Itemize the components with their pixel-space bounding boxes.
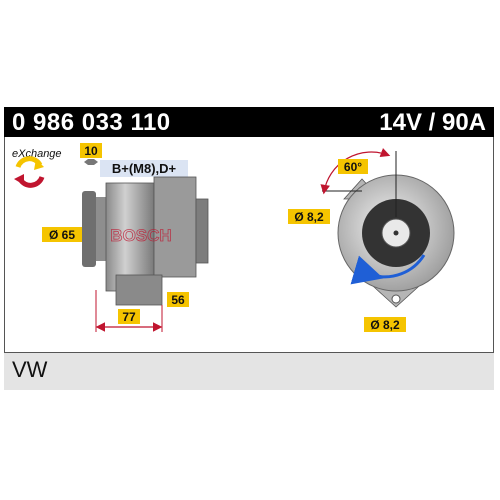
alternator-front-view [322,151,455,308]
mount-text: 56 [171,293,185,307]
angle-label [338,159,368,174]
terminal-size-label [80,143,102,158]
lower-hole-label [364,317,406,332]
exchange-logo: eXchange [12,148,62,188]
upper-hole-text: Ø 8,2 [294,210,324,224]
vehicle-footer: VW [4,352,494,390]
lower-hole-text: Ø 8,2 [370,318,400,332]
part-number: 0 986 033 110 [12,109,171,136]
alternator-drawing: eXchange 10 B+(M8),D+ BOSCH 77 56 Ø 65 [12,143,455,332]
terminal-label [100,160,188,177]
terminal-size-text: 10 [84,144,98,158]
header-bar: 0 986 033 110 14V / 90A [4,107,494,137]
mount-label [167,292,189,307]
angle-text: 60° [344,160,362,174]
vehicle-make: VW [12,357,48,382]
upper-hole-label [288,209,330,224]
alternator-side-view: BOSCH [82,176,209,306]
pulley-diameter-label [42,227,82,242]
voltage-amperage: 14V / 90A [379,109,486,136]
brand-watermark: BOSCH [110,226,171,245]
length-text: 77 [122,310,136,324]
hex-nut-icon [84,159,98,165]
pulley-diameter-text: Ø 65 [49,228,75,242]
length-label [118,309,140,324]
terminal-text: B+(M8),D+ [112,161,177,176]
exchange-arrows-icon [14,156,45,188]
